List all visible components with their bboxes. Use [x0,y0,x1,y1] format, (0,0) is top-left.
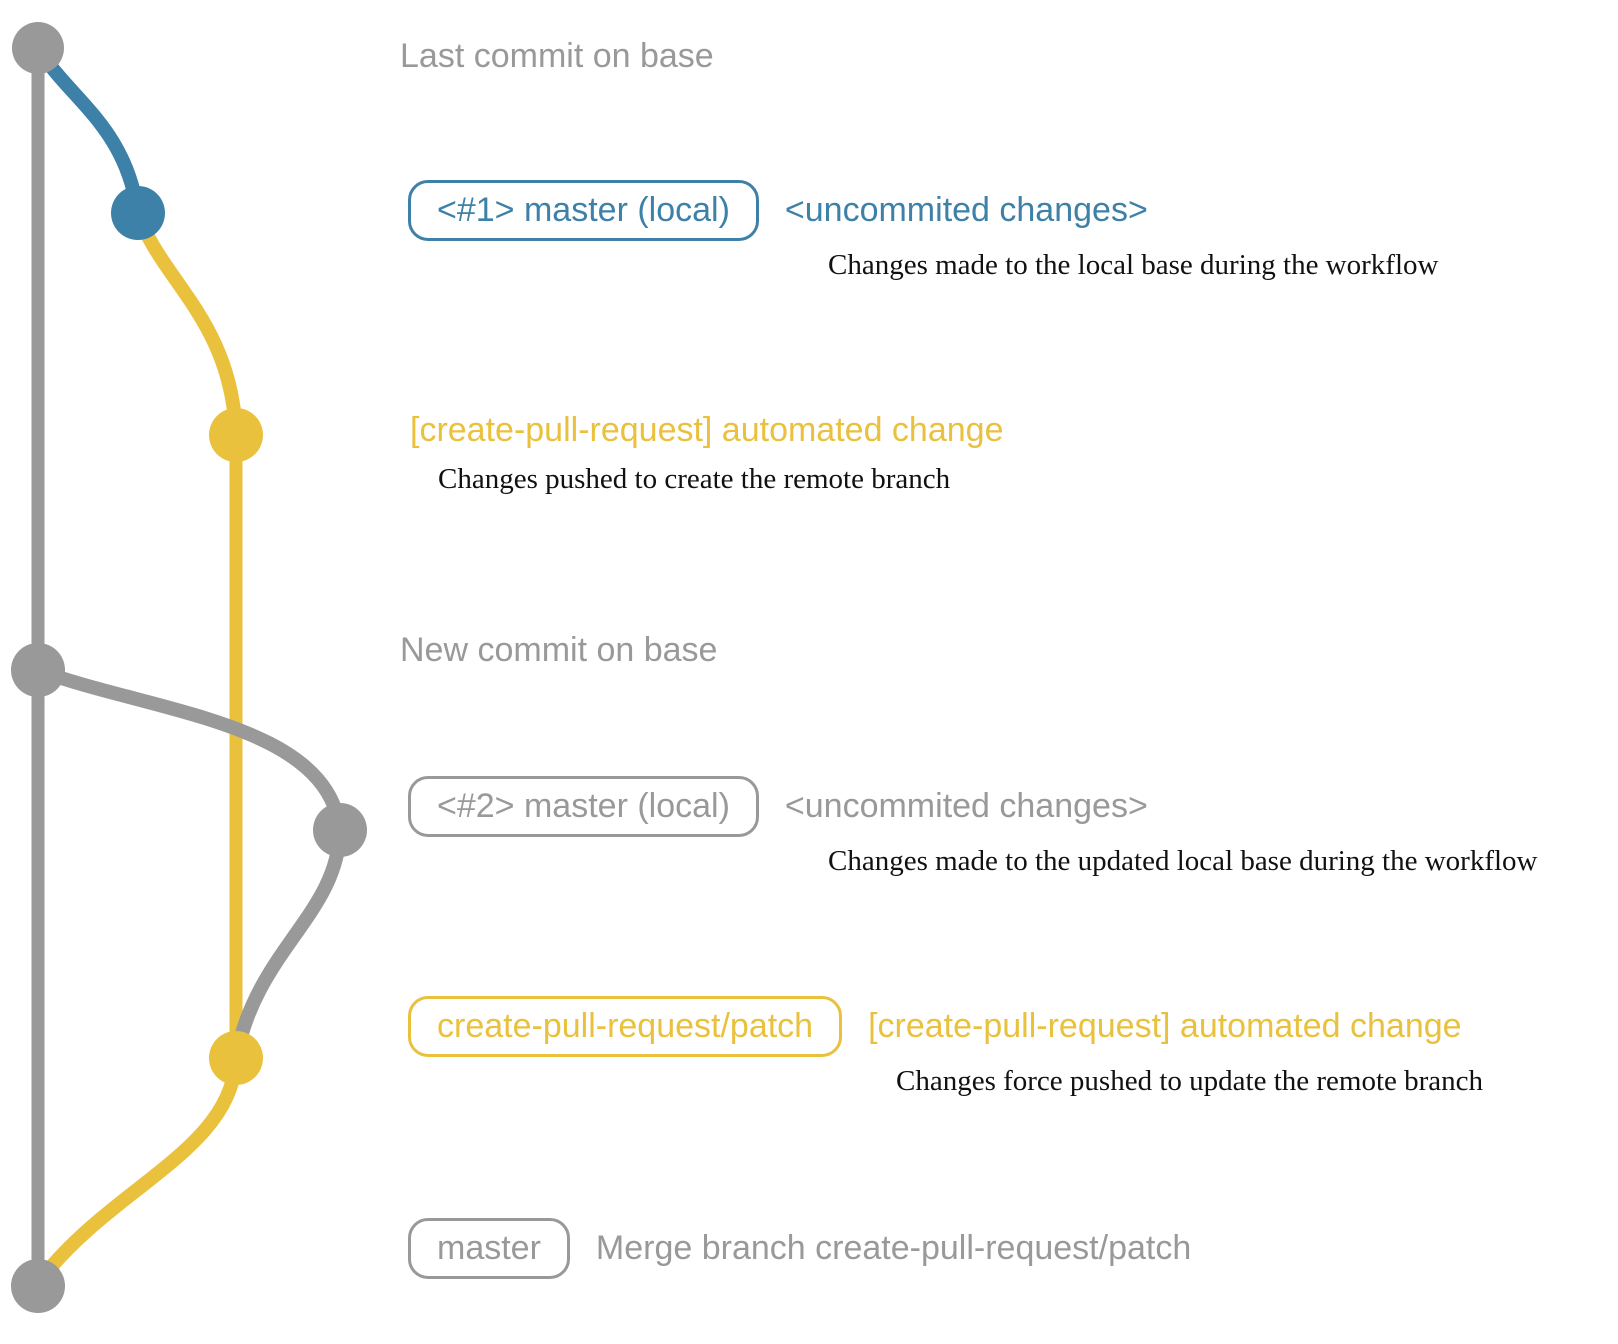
patch-create-curve [131,206,243,442]
merge-curve [35,1051,243,1285]
local-1-commit-message: <uncommited changes> [784,191,1148,230]
commit-node-local-2 [313,803,367,857]
row-new-commit: New commit on base [400,630,717,671]
row-merge-commit: master Merge branch create-pull-request/… [408,1218,1192,1280]
local-changes-curve [31,41,145,220]
patch-1-caption: Changes pushed to create the remote bran… [438,462,951,495]
local-2-branch-badge: <#2> master (local) [408,776,759,838]
local-2-commit-message: <uncommited changes> [784,787,1148,826]
commit-node-patch-1 [209,408,263,462]
new-commit-label: New commit on base [400,631,718,669]
commit-node-local-1 [111,186,165,240]
patch-2-commit-message: [create-pull-request] automated change [868,1007,1462,1046]
git-graph-svg [11,22,367,1313]
commit-node-patch-2 [209,1031,263,1085]
patch-branch-badge: create-pull-request/patch [408,996,843,1058]
local-1-caption: Changes made to the local base during th… [828,249,1439,282]
row-local-commit-2: <#2> master (local) <uncommited changes>… [408,776,1538,880]
force-push-curve [229,823,347,1065]
commit-node-merge [11,1259,65,1313]
master-branch-badge: master [408,1218,570,1280]
patch-1-commit-message: [create-pull-request] automated change [410,411,1004,449]
commit-node-last-base [12,22,64,74]
row-patch-commit-2: create-pull-request/patch [create-pull-r… [408,996,1483,1100]
local-1-branch-badge: <#1> master (local) [408,180,759,242]
commit-node-new-base [11,643,65,697]
last-commit-label: Last commit on base [400,37,714,75]
merge-commit-message: Merge branch create-pull-request/patch [595,1229,1192,1268]
row-local-commit-1: <#1> master (local) <uncommited changes>… [408,180,1438,284]
row-last-commit: Last commit on base [400,36,714,77]
patch-2-caption: Changes force pushed to update the remot… [896,1065,1484,1098]
base-update-curve [31,663,347,837]
local-2-caption: Changes made to the updated local base d… [828,845,1538,878]
row-patch-commit-1: [create-pull-request] automated change C… [410,410,1003,497]
